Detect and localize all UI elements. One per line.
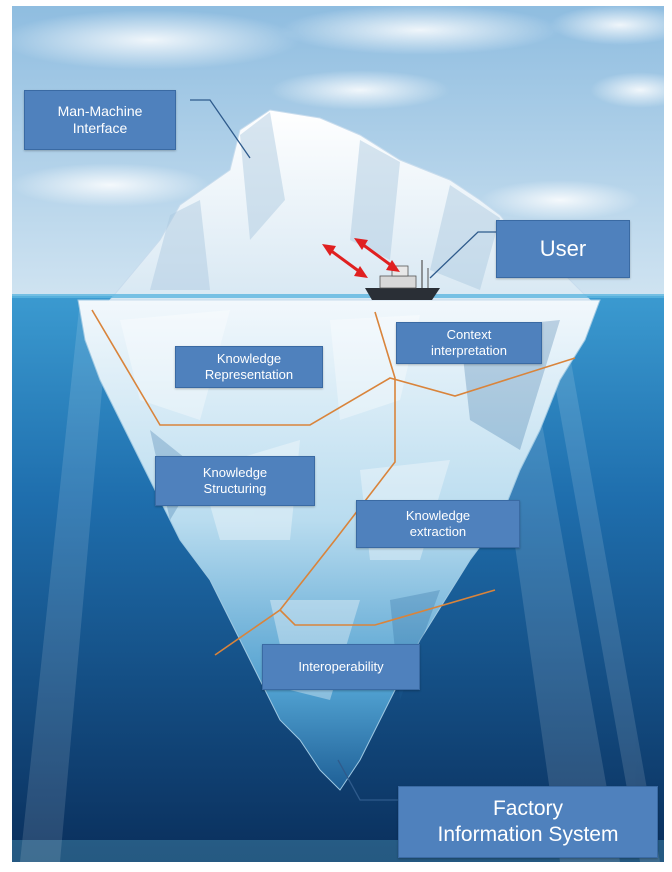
leader-user	[429, 231, 496, 279]
underwater-iceberg	[77, 299, 601, 791]
ship-icon	[365, 260, 440, 300]
label-man-machine-line1: Man-Machine	[57, 102, 143, 119]
label-factory-line1: Factory	[492, 796, 563, 820]
label-knowledge-structuring: Knowledge Structuring	[155, 456, 315, 506]
label-representation-line1: Knowledge	[216, 350, 282, 366]
label-context-interpretation: Context interpretation	[396, 322, 542, 364]
label-user-text: User	[539, 236, 587, 262]
label-factory-line2: Information System	[437, 823, 619, 846]
layer-line-extraction	[279, 589, 496, 626]
label-man-machine-line2: Interface	[72, 120, 128, 136]
water-line	[12, 294, 664, 298]
label-knowledge-representation: Knowledge Representation	[175, 346, 323, 388]
label-structuring-line2: Structuring	[203, 481, 267, 496]
leader-man-machine	[190, 99, 251, 159]
leader-factory	[337, 759, 398, 801]
label-user: User	[496, 220, 630, 278]
label-man-machine-interface: Man-Machine Interface	[24, 90, 176, 150]
label-extraction-line2: extraction	[409, 524, 467, 539]
layer-line-representation	[91, 309, 576, 426]
iceberg-tip-shading	[150, 112, 500, 290]
label-context-line2: interpretation	[431, 343, 507, 358]
label-factory-information-system: Factory Information System	[398, 786, 658, 858]
label-context-line1: Context	[446, 326, 492, 342]
label-interoperability: Interoperability	[262, 644, 420, 690]
label-representation-line2: Representation	[204, 367, 294, 382]
label-structuring-line1: Knowledge	[202, 464, 268, 480]
clouds	[0, 5, 672, 220]
label-knowledge-extraction: Knowledge extraction	[356, 500, 520, 548]
label-interoperability-text: Interoperability	[298, 658, 384, 674]
double-arrow-icon	[322, 238, 400, 278]
label-extraction-line1: Knowledge	[405, 507, 471, 523]
